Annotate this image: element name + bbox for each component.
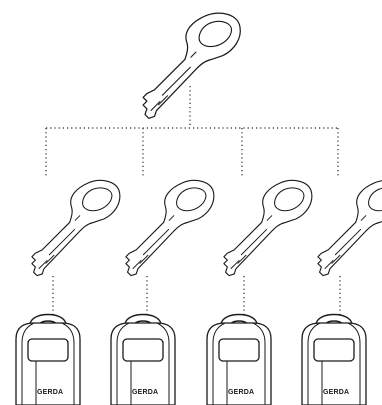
- padlock-brand: GERDA: [323, 389, 349, 396]
- key-icon: [224, 180, 312, 275]
- key-icon: [32, 180, 120, 275]
- padlock-icon: GERDA: [16, 315, 80, 405]
- padlock-icon: GERDA: [111, 315, 175, 405]
- padlock-brand: GERDA: [37, 389, 63, 396]
- padlock-icon: GERDA: [207, 315, 271, 405]
- master-key-icon: [143, 13, 240, 118]
- key-icon: [126, 180, 214, 275]
- padlock-icon: GERDA: [302, 315, 366, 405]
- padlock-brand: GERDA: [132, 389, 158, 396]
- key-icon: [318, 180, 382, 275]
- padlock-brand: GERDA: [228, 389, 254, 396]
